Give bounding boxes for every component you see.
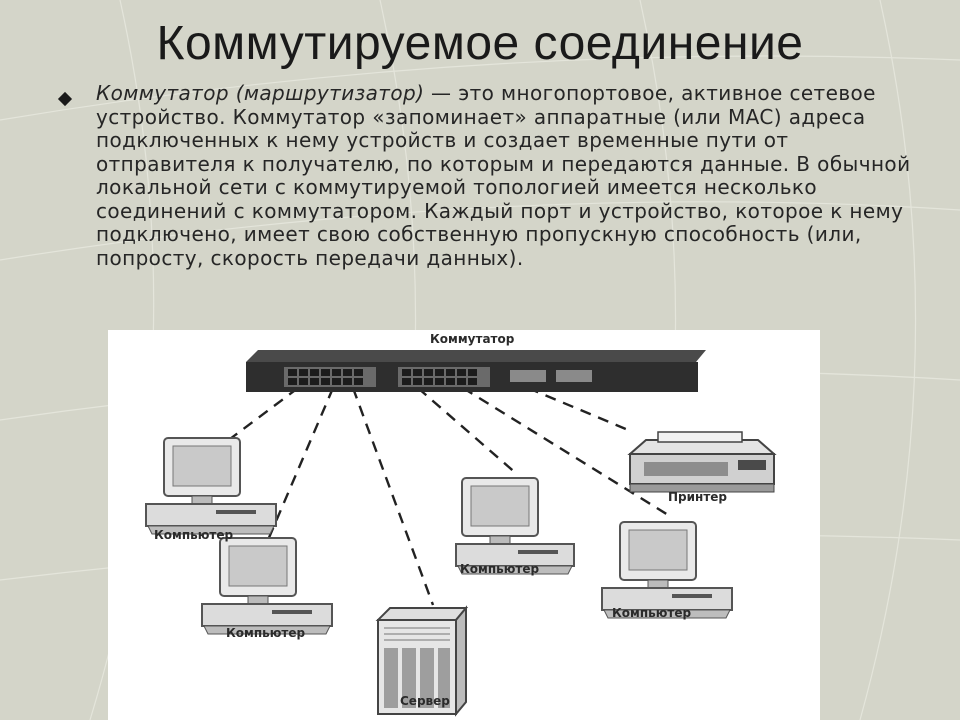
desktop-computer-icon	[201, 537, 333, 635]
connection-lines	[217, 386, 674, 606]
desktop-computer-icon	[601, 521, 733, 619]
paragraph-text: — это многопортовое, активное сетевое ус…	[96, 81, 911, 270]
network-diagram: Коммутатор Принтер Компьютер Компьютер К…	[108, 330, 820, 720]
body-paragraph: Коммутатор (маршрутизатор) — это многопо…	[96, 81, 926, 270]
computer-label: Компьютер	[226, 626, 306, 640]
computer-label: Компьютер	[460, 562, 540, 576]
computer-label: Компьютер	[612, 606, 692, 620]
term-switch: Коммутатор (маршрутизатор)	[96, 81, 425, 105]
server-icon	[375, 605, 469, 717]
server-label: Сервер	[400, 694, 450, 708]
printer-icon	[627, 431, 777, 493]
computer-label: Компьютер	[154, 528, 234, 542]
switch-label: Коммутатор	[430, 332, 515, 346]
desktop-computer-icon	[455, 477, 575, 575]
printer-label: Принтер	[668, 490, 728, 504]
page-title: Коммутируемое соединение	[156, 17, 804, 70]
desktop-computer-icon	[145, 437, 277, 535]
network-switch-icon	[246, 350, 706, 392]
